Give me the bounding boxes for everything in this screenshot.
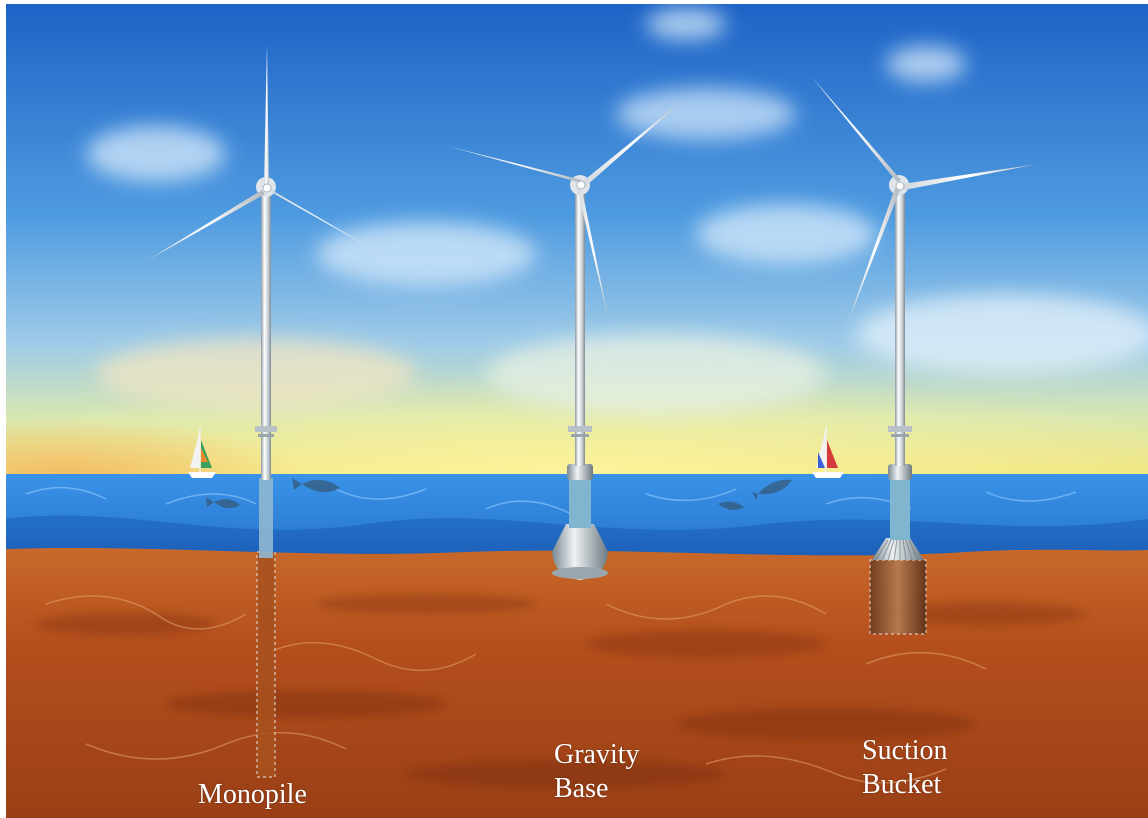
label-gravity-line2: Base — [554, 773, 609, 804]
turbine-blade — [447, 146, 582, 182]
suction-bucket-foundation — [869, 559, 927, 635]
monopile-embedded — [256, 551, 276, 778]
suction-bucket-tower — [895, 194, 905, 466]
fish-icon — [206, 478, 792, 510]
sailboat-icon — [812, 426, 844, 478]
turbine-blade — [582, 96, 688, 186]
gravity-base-tower — [575, 190, 585, 466]
label-monopile: Monopile — [198, 778, 307, 812]
label-monopile-text: Monopile — [198, 779, 307, 810]
label-gravity-line1: Gravity — [554, 739, 640, 770]
seabed-caustics — [45, 595, 987, 784]
seabed — [6, 547, 1148, 818]
turbine-blade — [811, 76, 901, 182]
gravity-base-foundation — [552, 524, 608, 580]
turbine-blade — [264, 44, 269, 184]
monopile-tower — [261, 190, 271, 480]
label-suction-bucket: Suction Bucket — [862, 734, 948, 802]
turbine-monopile — [148, 44, 392, 778]
water-caustics — [25, 486, 1077, 515]
label-suction-line2: Bucket — [862, 769, 942, 800]
offshore-wind-foundations-scene — [6, 4, 1148, 818]
turbine-blade — [902, 164, 1038, 190]
label-gravity-base: Gravity Base — [554, 738, 640, 806]
turbine-gravity-base — [447, 96, 688, 580]
turbine-blade — [848, 188, 900, 322]
label-suction-line1: Suction — [862, 735, 948, 766]
turbine-blade — [148, 190, 265, 260]
turbine-suction-bucket — [811, 76, 1038, 635]
turbine-blade — [268, 188, 392, 260]
cloud-icon — [86, 8, 1148, 414]
turbine-blade — [577, 188, 610, 326]
seabed-texture — [36, 594, 1086, 788]
sailboat-icon — [188, 428, 216, 478]
